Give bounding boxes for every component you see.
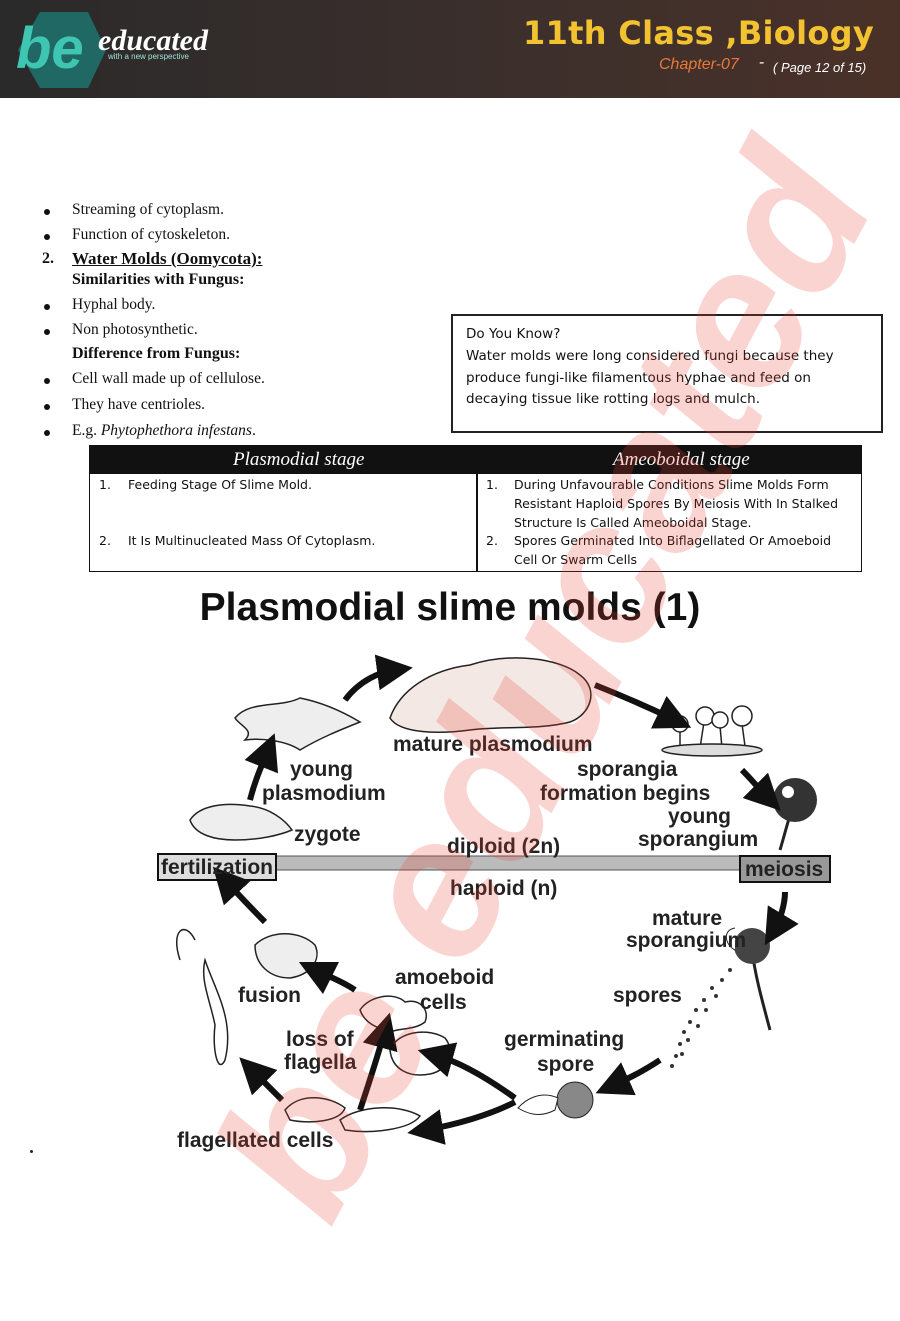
table-header-row: Plasmodial stage Ameoboidal stage: [90, 446, 861, 474]
table-cell: Spores Germinated Into Biflagellated Or …: [514, 533, 832, 567]
list-item: Hyphal body.: [72, 296, 156, 313]
list-item: Streaming of cytoplasm.: [72, 201, 224, 218]
table-cell: It Is Multinucleated Mass Of Cytoplasm.: [128, 533, 376, 548]
list-item: Function of cytoskeleton.: [72, 226, 230, 243]
label-germinating-line2: spore: [537, 1053, 594, 1076]
logo-tagline: with a new perspective: [108, 52, 189, 61]
arrow: [298, 961, 357, 995]
list-item: Cell wall made up of cellulose.: [72, 370, 265, 387]
young-sporangium: [773, 778, 817, 851]
bullet-dot: [44, 209, 50, 215]
label-flagellated-cells: flagellated cells: [177, 1129, 333, 1152]
sporangia-cluster: [661, 705, 763, 757]
bullet-dot: [44, 378, 50, 384]
label-sporangia-line1: sporangia: [577, 758, 678, 781]
label-mature-plasmodium: mature plasmodium: [393, 733, 593, 756]
be-educated-logo: be educated: [16, 12, 209, 88]
bullet-dot: [44, 404, 50, 410]
label-sporangia-line2: formation begins: [540, 782, 710, 805]
cycle-arrows: [212, 654, 799, 1145]
arrow: [595, 1057, 662, 1096]
label-loss-line2: flagella: [284, 1051, 357, 1074]
germinating-spore: [517, 1081, 594, 1119]
label-haploid: haploid (n): [450, 877, 557, 900]
label-amoeboid-line2: cells: [420, 991, 467, 1014]
label-young-plasmodium-line2: plasmodium: [262, 782, 386, 805]
mature-sporangium: [725, 927, 772, 1031]
label-germinating-line1: germinating: [504, 1028, 624, 1051]
page-header: be educated with a new perspective 11th …: [0, 0, 900, 98]
svg-text:be: be: [16, 16, 84, 81]
arrow: [764, 891, 799, 946]
row-number: 2.: [99, 533, 111, 548]
table-header-plasmodial: Plasmodial stage: [233, 449, 365, 470]
ploidy-bar: [274, 855, 746, 871]
zygote-shape: [189, 803, 294, 841]
label-young-sporangium-line2: sporangium: [638, 828, 758, 851]
label-fusion: fusion: [238, 984, 301, 1007]
list-item-example: E.g. Phytophethora infestans.: [72, 422, 256, 440]
arrow: [417, 1042, 517, 1101]
example-species: Phytophethora infestans: [100, 422, 252, 439]
flagellated-cells: [175, 928, 422, 1133]
arrow: [407, 1099, 517, 1145]
diagram-title: Plasmodial slime molds (1): [199, 586, 701, 629]
separator-dash: -: [759, 54, 765, 71]
mature-plasmodium-shape: [389, 657, 592, 733]
arrow: [212, 866, 268, 925]
subheading-difference: Difference from Fungus:: [72, 345, 241, 362]
arrow: [357, 1012, 398, 1111]
arrow: [342, 654, 413, 702]
page-number: ( Page 12 of 15): [773, 60, 867, 75]
page-title: 11th Class ,Biology: [523, 14, 874, 52]
young-plasmodium-shape: [234, 697, 362, 751]
label-young-sporangium-line1: young: [668, 805, 731, 828]
table-header-ameoboidal: Ameoboidal stage: [613, 449, 750, 470]
row-number: 1.: [99, 477, 111, 492]
subheading-similarities: Similarities with Fungus:: [72, 271, 245, 288]
label-meiosis: meiosis: [745, 858, 823, 881]
slime-mold-life-cycle-diagram: mature plasmodium young plasmodium spora…: [157, 654, 831, 1152]
label-mature-sporangium-line1: mature: [652, 907, 722, 930]
bullet-dot: [44, 430, 50, 436]
spores-dots: [670, 968, 732, 1068]
label-spores: spores: [613, 984, 682, 1007]
list-item: They have centrioles.: [72, 396, 205, 413]
bullet-dot: [44, 329, 50, 335]
chapter-label: Chapter-07: [659, 56, 739, 73]
table-cell: During Unfavourable Conditions Slime Mol…: [514, 477, 839, 530]
label-mature-sporangium-line2: sporangium: [626, 929, 746, 952]
fusion-cell: [254, 933, 318, 979]
did-you-know-body: Water molds were long considered fungi b…: [466, 348, 834, 407]
example-prefix: E.g.: [72, 422, 101, 439]
arrow: [244, 733, 279, 801]
label-young-plasmodium-line1: young: [290, 758, 353, 781]
arrow: [239, 1057, 285, 1103]
label-zygote: zygote: [294, 823, 361, 846]
list-item: Non photosynthetic.: [72, 321, 198, 338]
bullet-dot: [44, 234, 50, 240]
row-number: 1.: [486, 477, 498, 492]
arrow: [593, 682, 692, 729]
row-number: 2.: [486, 533, 498, 548]
stray-mark: [30, 1150, 33, 1153]
bullet-dot: [44, 304, 50, 310]
label-diploid: diploid (2n): [447, 835, 560, 858]
did-you-know-box: Do You Know? Water molds were long consi…: [451, 314, 883, 433]
arrow: [739, 767, 781, 811]
label-fertilization: fertilization: [161, 856, 273, 879]
section-number: 2.: [42, 250, 54, 267]
table-cell: Feeding Stage Of Slime Mold.: [128, 477, 312, 492]
label-loss-line1: loss of: [286, 1028, 355, 1051]
stages-table: Plasmodial stage Ameoboidal stage 1. Fee…: [89, 445, 862, 572]
column-divider: [476, 474, 478, 571]
did-you-know-title: Do You Know?: [466, 326, 561, 342]
section-heading: Water Molds (Oomycota):: [72, 249, 263, 268]
svg-text:educated: educated: [98, 24, 209, 57]
label-amoeboid-line1: amoeboid: [395, 966, 494, 989]
meiosis-box: [739, 855, 831, 883]
example-suffix: .: [251, 422, 256, 439]
